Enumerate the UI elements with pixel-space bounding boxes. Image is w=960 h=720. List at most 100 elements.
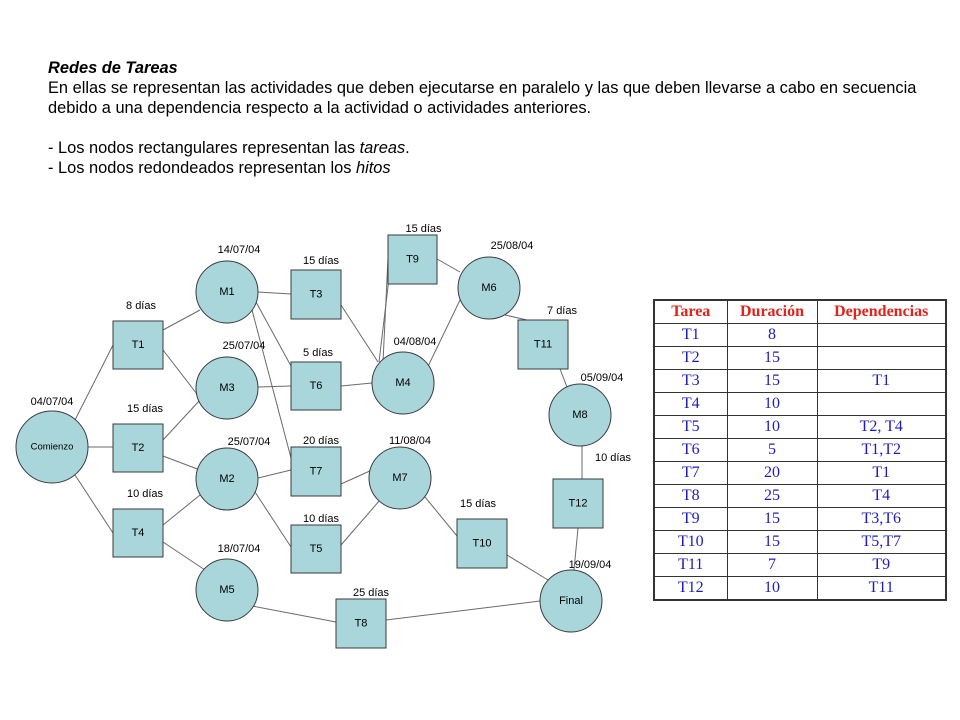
milestone-node-final: [539, 569, 603, 633]
duration-cell: 15: [726, 369, 818, 393]
edge-M5-T8: [251, 605, 337, 623]
task-cell: T12: [653, 576, 728, 601]
duration-cell: 10: [726, 392, 818, 416]
milestone-node-m1: [195, 260, 259, 324]
task-duration: 15 días: [405, 223, 442, 235]
dependencies-cell: T1: [816, 461, 947, 485]
task-cell: T3: [653, 369, 728, 393]
edge-M4-T9: [378, 269, 391, 363]
milestone-label: M7: [392, 472, 407, 484]
task-label: T3: [310, 288, 323, 300]
task-node-t6: [290, 361, 342, 411]
dependencies-cell: T9: [816, 553, 947, 577]
task-label: T8: [355, 617, 368, 629]
milestone-date: 05/09/04: [581, 372, 624, 384]
milestone-label: M1: [219, 286, 234, 298]
milestone-date: 04/08/04: [394, 336, 437, 348]
milestone-label: M3: [219, 382, 234, 394]
task-duration: 7 días: [547, 305, 577, 317]
task-node-t11: [517, 319, 569, 370]
milestone-node-m4: [371, 351, 435, 415]
task-label: T5: [310, 543, 323, 555]
duration-cell: 7: [726, 553, 818, 577]
milestone-label: Final: [559, 595, 583, 607]
edge-comienzo-T1: [74, 344, 114, 421]
dependencies-cell: T1,T2: [816, 438, 947, 462]
task-cell: T1: [653, 323, 728, 347]
task-duration: 10 días: [595, 452, 632, 464]
edge-M1-T6: [255, 301, 292, 367]
milestone-date: 25/07/04: [228, 436, 271, 448]
edge-T9-M6: [436, 258, 461, 273]
task-node-t10: [456, 518, 508, 569]
task-cell: T8: [653, 484, 728, 508]
bullet-tasks-suffix: .: [405, 139, 410, 157]
edge-M4-T9: [382, 257, 389, 363]
bullet-tasks-emphasis: tareas: [359, 139, 406, 157]
task-node-t12: [552, 478, 604, 529]
duration-cell: 15: [726, 346, 818, 370]
milestone-label: M2: [219, 473, 234, 485]
edge-T10-final: [506, 554, 549, 581]
edge-M2-T7: [257, 469, 292, 479]
dependencies-cell: T3,T6: [816, 507, 947, 531]
milestone-label: Comienzo: [31, 442, 74, 453]
duration-cell: 15: [726, 507, 818, 531]
task-node-t1: [112, 320, 164, 370]
duration-cell: 15: [726, 530, 818, 554]
header-task: Tarea: [653, 299, 728, 324]
duration-cell: 10: [726, 576, 818, 601]
milestone-date: 18/07/04: [218, 543, 261, 555]
edges-layer: [74, 257, 583, 623]
table-header-row: Tarea Duración Dependencias: [653, 299, 947, 324]
task-duration: 8 días: [126, 300, 156, 312]
task-cell: T5: [653, 415, 728, 439]
section-title: Redes de Tareas: [48, 59, 178, 77]
intro-text: Redes de Tareas En ellas se representan …: [48, 58, 928, 178]
task-node-t3: [290, 269, 342, 320]
edge-M3-T6: [257, 385, 292, 388]
dependencies-cell: T5,T7: [816, 530, 947, 554]
dependencies-cell: T1: [816, 369, 947, 393]
bullet-tasks: - Los nodos rectangulares representan la…: [48, 138, 928, 158]
task-node-t9: [387, 234, 438, 285]
milestone-date: 11/08/04: [389, 435, 431, 447]
edge-T11-M8: [559, 368, 568, 388]
task-cell: T9: [653, 507, 728, 531]
milestone-node-m6: [457, 256, 521, 320]
task-duration: 15 días: [127, 403, 164, 415]
task-label: T6: [310, 380, 323, 392]
task-label: T7: [310, 465, 323, 477]
edge-T6-M4: [340, 382, 373, 387]
dependencies-cell: T11: [816, 576, 947, 601]
task-cell: T2: [653, 346, 728, 370]
task-node-t5: [290, 524, 342, 574]
milestone-date: 14/07/04: [218, 244, 261, 256]
task-cell: T7: [653, 461, 728, 485]
dependencies-cell: [816, 323, 947, 347]
dependencies-cell: T2, T4: [816, 415, 947, 439]
task-node-t2: [112, 423, 164, 473]
milestone-label: M6: [481, 282, 496, 294]
milestone-label: M8: [572, 409, 587, 421]
task-cell: T6: [653, 438, 728, 462]
task-node-t7: [290, 446, 342, 497]
edge-T1-M1: [162, 309, 201, 331]
annotations-layer: 04/07/0414/07/0425/07/0425/07/0418/07/04…: [31, 223, 632, 599]
task-label: T4: [132, 527, 145, 539]
duration-cell: 5: [726, 438, 818, 462]
edge-T12-final: [573, 527, 579, 571]
task-label: T10: [473, 537, 492, 549]
header-duration: Duración: [726, 299, 818, 324]
milestone-date: 19/09/04: [569, 559, 612, 571]
edge-T1-M3: [162, 349, 201, 399]
